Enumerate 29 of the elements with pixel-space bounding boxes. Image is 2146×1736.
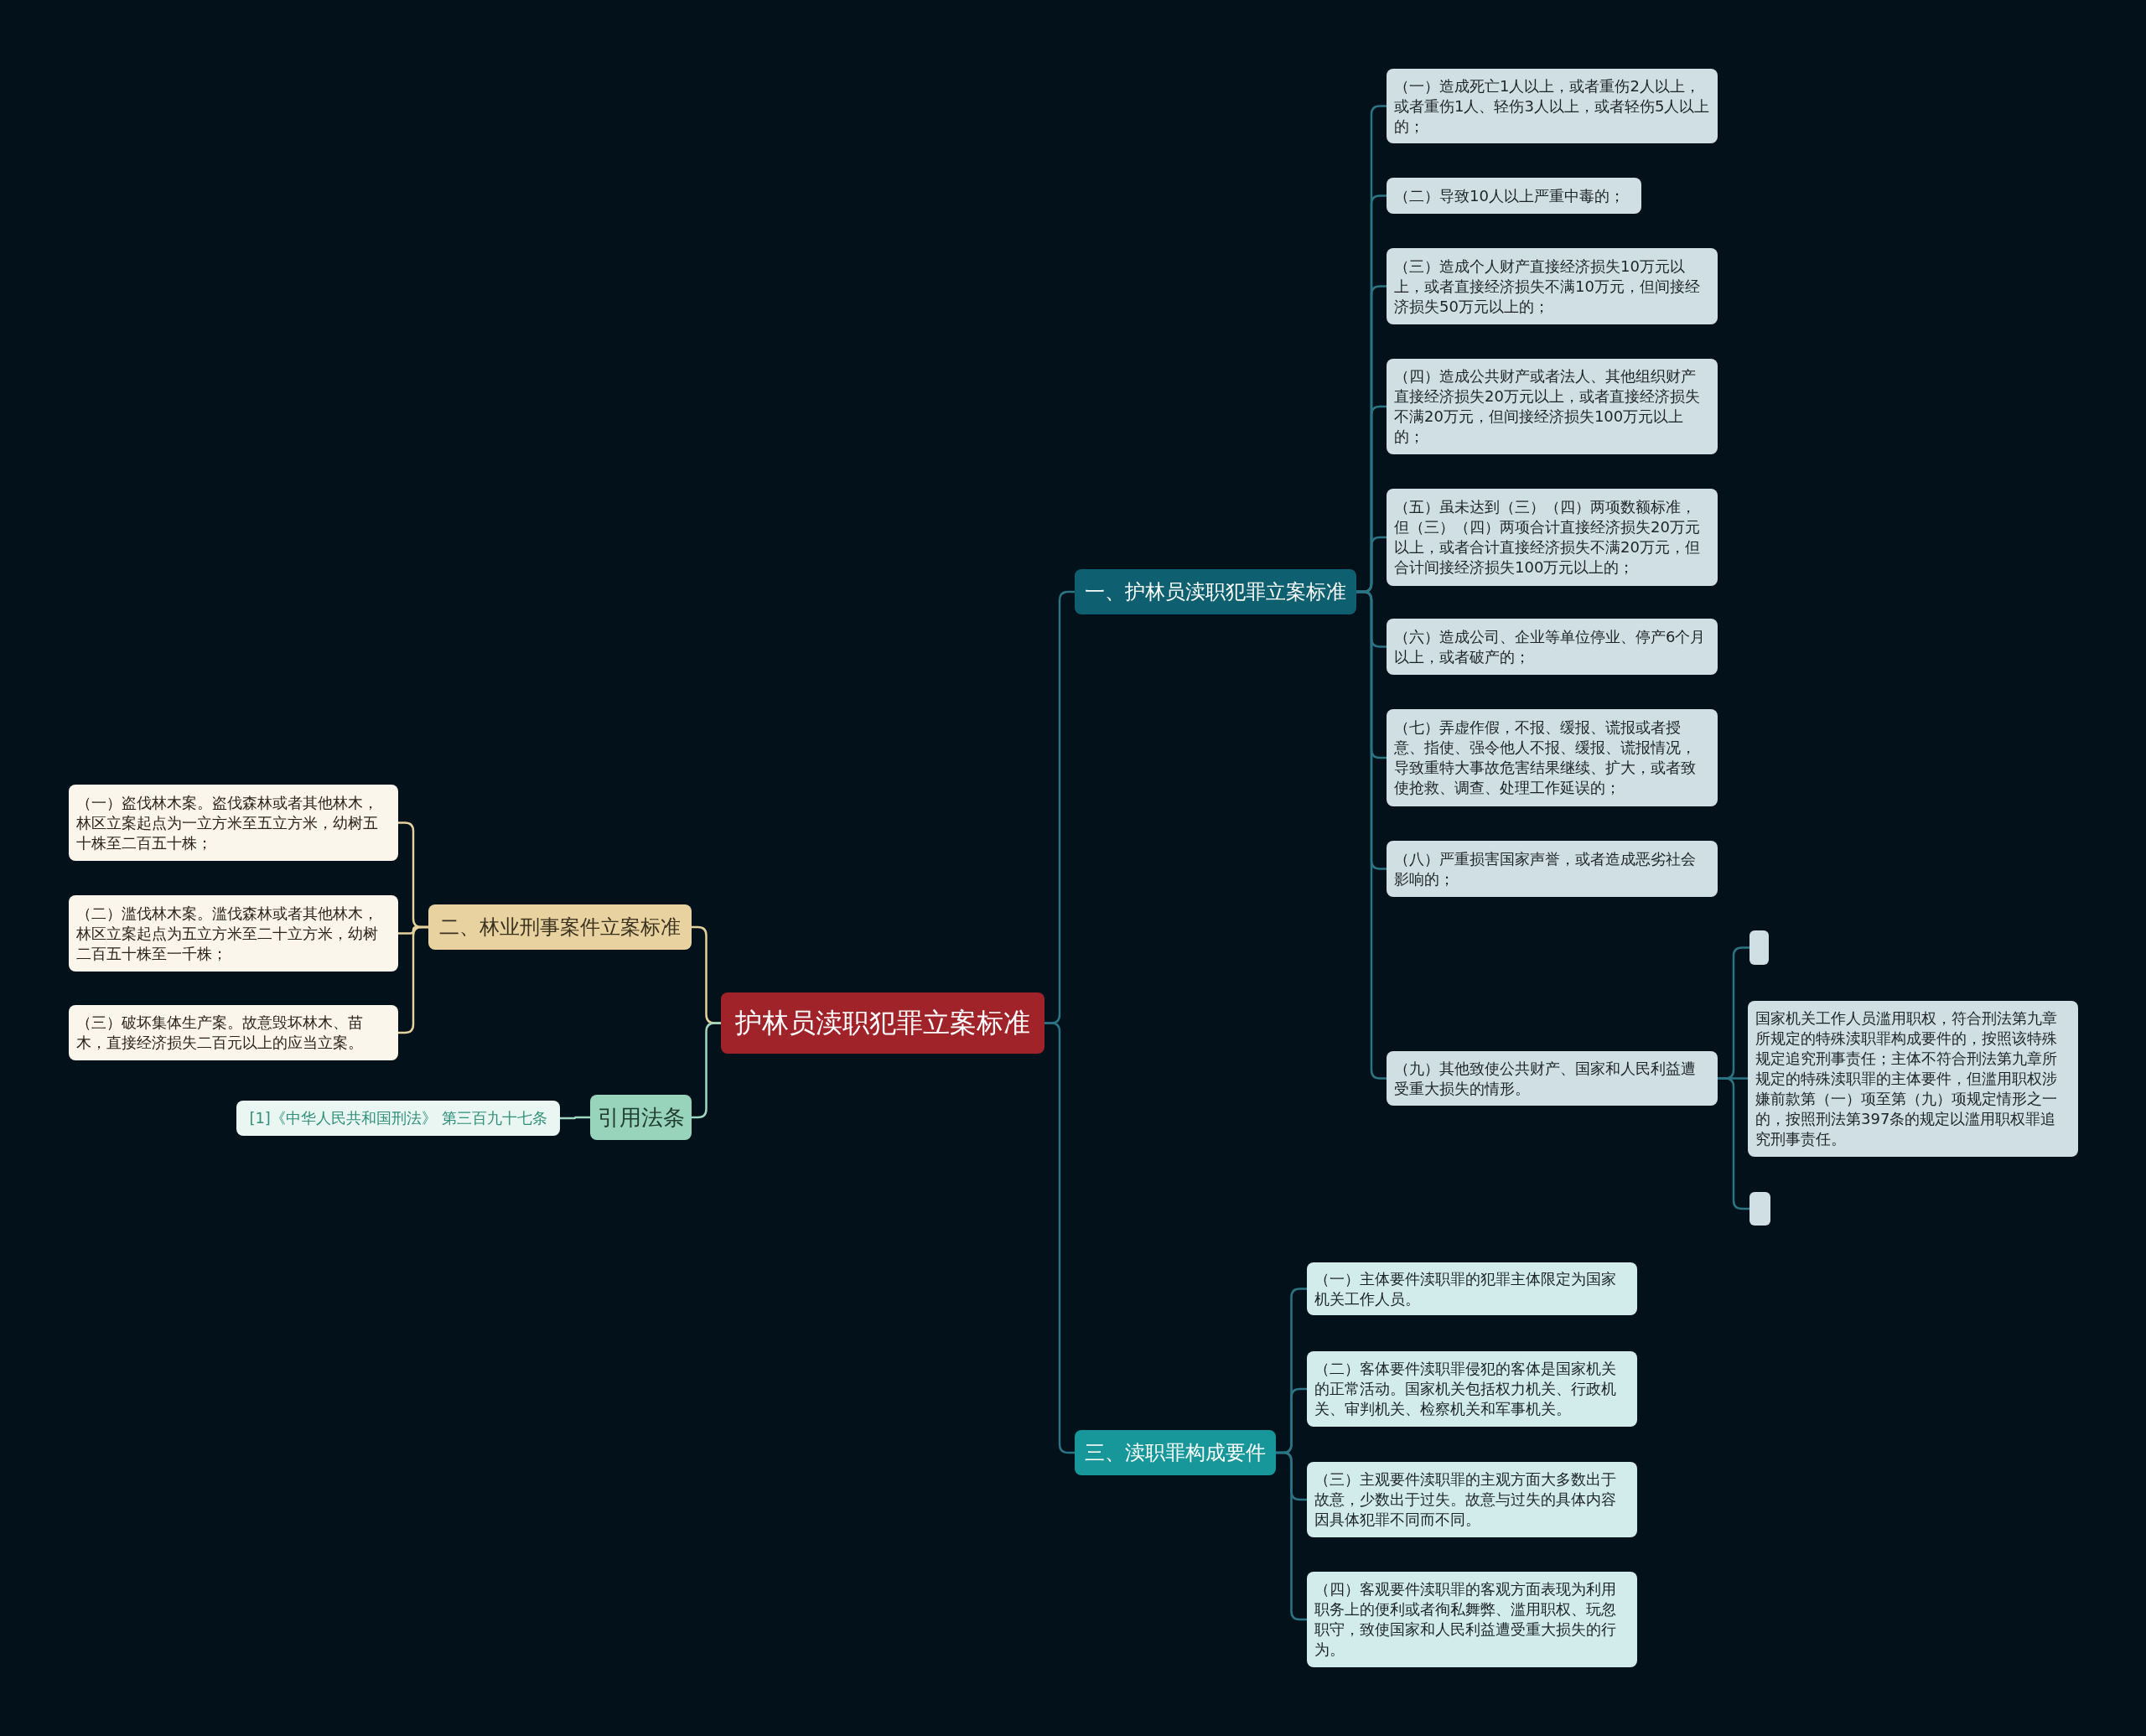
connector-line [398,925,428,1034]
branch-box: 一、护林员渎职犯罪立案标准 [1075,569,1356,614]
text-box: 国家机关工作人员滥用职权，符合刑法第九章所规定的特殊渎职罪构成要件的，按照该特殊规定追究刑事责任；主体不符合刑法第九章所规定的特殊渎职罪的主体要件，但滥用职权涉嫌前款第（一）项至第（九）项规定情形之一的，按照刑法第397条的规定以滥用职权罪追究刑事责任。 [1748,1001,2078,1157]
branch-box: 二、林业刑事案件立案标准 [428,904,692,950]
text-box: （三）造成个人财产直接经济损失10万元以上，或者直接经济损失不满10万元，但间接经济损失50万元以上的； [1387,248,1718,324]
connector-line [1044,1022,1075,1454]
text-box: （二）滥伐林木案。滥伐森林或者其他林木，林区立案起点为五立方米至二十立方米，幼树二百五十株至一千株； [69,895,398,972]
text-box: （七）弄虚作假，不报、缓报、谎报或者授意、指使、强令他人不报、缓报、谎报情况，导致重特大事故危害结果继续、扩大，或者致使抢救、调查、处理工作延误的； [1387,709,1718,806]
text-box: （三）破坏集体生产案。故意毁坏林木、苗木，直接经济损失二百元以上的应当立案。 [69,1005,398,1060]
text-box: （四）客观要件渎职罪的客观方面表现为利用职务上的便利或者徇私舞弊、滥用职权、玩忽职守，致使国家和人民利益遭受重大损失的行为。 [1307,1572,1637,1667]
text-box: （一）主体要件渎职罪的犯罪主体限定为国家机关工作人员。 [1307,1262,1637,1315]
empty-box [1749,930,1769,965]
text-box: （九）其他致使公共财产、国家和人民利益遭受重大损失的情形。 [1387,1051,1718,1106]
central-topic-box: 护林员渎职犯罪立案标准 [721,992,1044,1054]
text-box: （八）严重损害国家声誉，或者造成恶劣社会影响的； [1387,841,1718,897]
text-box: （一）造成死亡1人以上，或者重伤2人以上，或者重伤1人、轻伤3人以上，或者轻伤5人以上的； [1387,69,1718,143]
empty-box [1749,1192,1770,1226]
branch-box: 引用法条 [590,1095,692,1140]
text-box: （一）盗伐林木案。盗伐森林或者其他林木，林区立案起点为一立方米至五立方米，幼树五十株至二百五十株； [69,785,398,861]
text-box: （二）导致10人以上严重中毒的； [1387,178,1641,214]
text-box: （六）造成公司、企业等单位停业、停产6个月以上，或者破产的； [1387,619,1718,675]
connector-line [1276,1451,1307,1621]
connector-line [560,1116,590,1120]
text-box: （五）虽未达到（三）（四）两项数额标准，但（三）（四）两项合计直接经济损失20万元以上，或者合计直接经济损失不满20万元，但合计间接经济损失100万元以上的； [1387,489,1718,586]
text-box: （二）客体要件渎职罪侵犯的客体是国家机关的正常活动。国家机关包括权力机关、行政机关、审判机关、检察机关和军事机关。 [1307,1351,1637,1427]
text-box: （四）造成公共财产或者法人、其他组织财产直接经济损失20万元以上，或者直接经济损失不满20万元，但间接经济损失100万元以上的； [1387,359,1718,454]
citation-box: [1]《中华人民共和国刑法》 第三百九十七条 [236,1101,560,1136]
text-box: （三）主观要件渎职罪的主观方面大多数出于故意，少数出于过失。故意与过失的具体内容因具体犯罪不同而不同。 [1307,1462,1637,1537]
branch-box: 三、渎职罪构成要件 [1075,1430,1276,1475]
